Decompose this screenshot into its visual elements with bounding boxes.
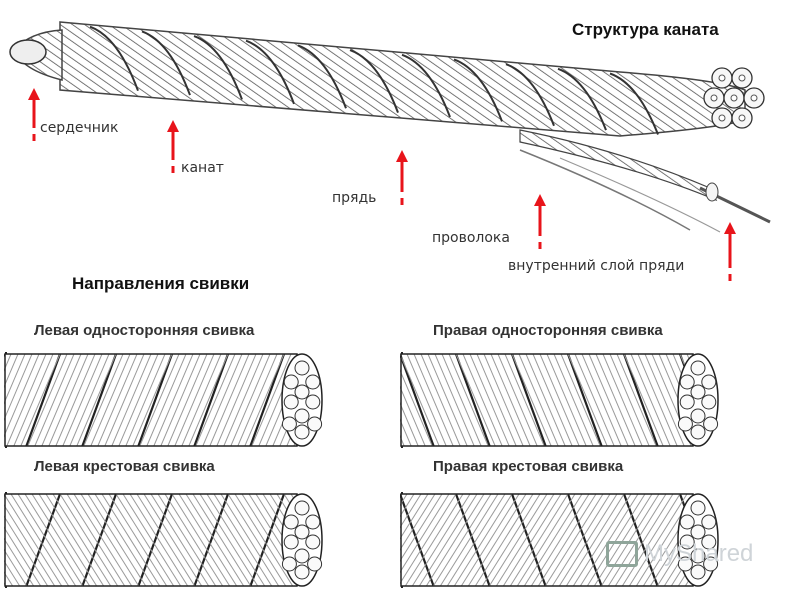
section-subtitle: Направления свивки <box>72 274 250 293</box>
part-label-rope: канат <box>181 160 224 176</box>
lay-title-right-regular: Правая крестовая свивка <box>433 458 624 475</box>
lay-title-left-regular: Левая крестовая свивка <box>34 458 215 475</box>
watermark: MyShared <box>606 540 753 568</box>
left-regular-lay-illustration <box>4 492 323 588</box>
right-regular-lay-illustration <box>400 492 719 588</box>
part-wire: проволока <box>432 194 552 256</box>
lay-title-right-lang: Правая односторонняя свивка <box>433 322 663 339</box>
diagram-title: Структура каната <box>572 20 719 39</box>
part-label-strand: прядь <box>332 190 377 206</box>
presentation-icon <box>606 541 638 567</box>
part-label-core: сердечник <box>40 120 119 136</box>
part-inner-layer: внутренний слой пряди <box>508 222 748 288</box>
red-up-arrow-icon <box>724 222 736 281</box>
red-up-arrow-icon <box>534 194 546 249</box>
left-lang-lay-illustration <box>4 352 323 448</box>
part-label-inner-layer: внутренний слой пряди <box>508 258 685 274</box>
lay-title-left-lang: Левая односторонняя свивка <box>34 322 255 339</box>
part-core: сердечник <box>26 88 166 148</box>
rope-structure-illustration <box>9 21 771 233</box>
red-up-arrow-icon <box>167 120 179 173</box>
part-strand: прядь <box>332 150 422 212</box>
red-up-arrow-icon <box>396 150 408 205</box>
watermark-text: MyShared <box>644 540 754 567</box>
right-lang-lay-illustration <box>400 352 719 448</box>
red-up-arrow-icon <box>28 88 40 141</box>
part-label-wire: проволока <box>432 230 510 246</box>
part-rope: канат <box>165 120 275 180</box>
